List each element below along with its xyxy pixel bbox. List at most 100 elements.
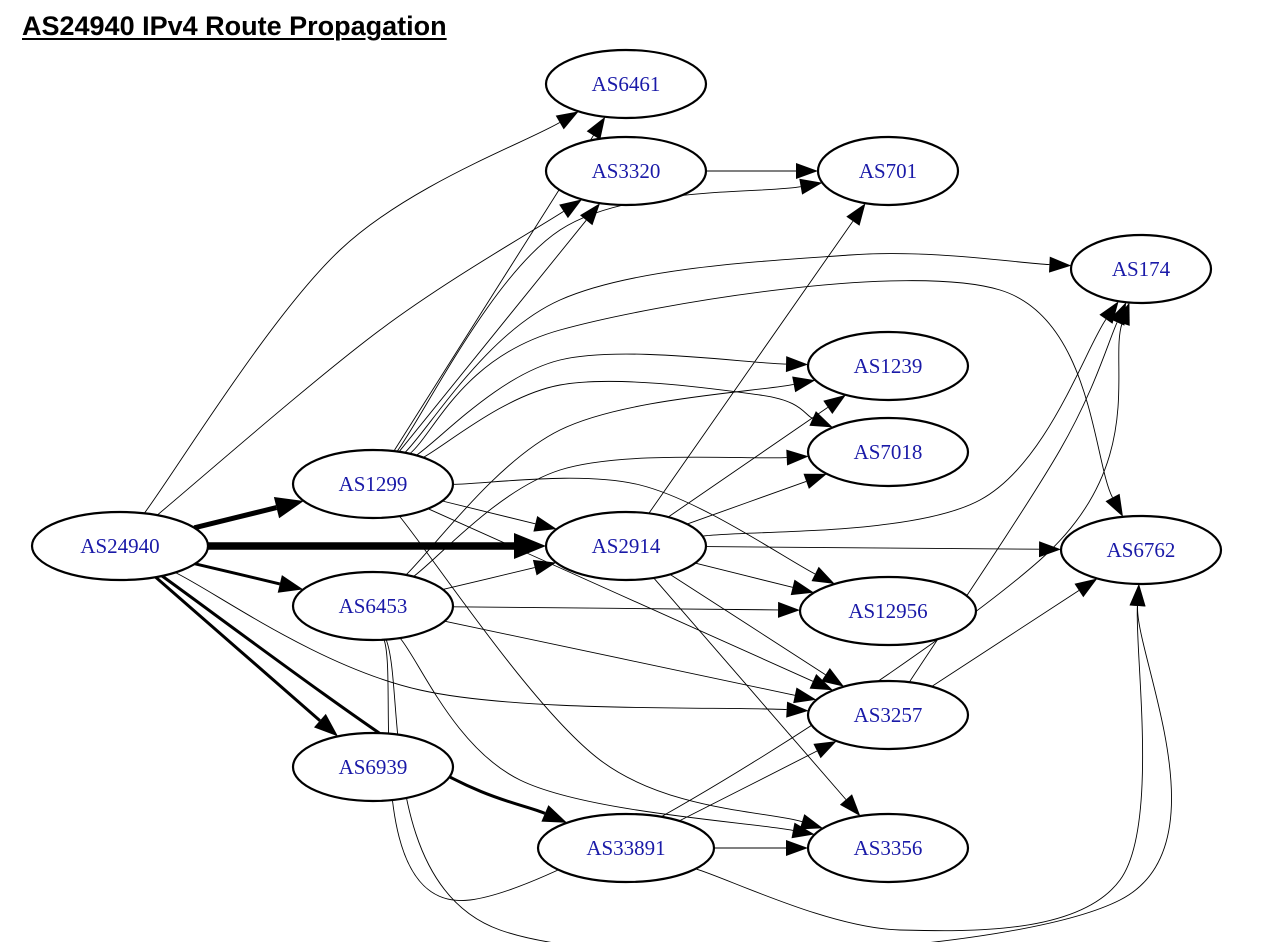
- edge-AS24940-to-AS1299: [193, 497, 304, 531]
- edge-arrowhead: [514, 533, 546, 559]
- edge-arrowhead: [796, 163, 818, 179]
- node-ellipse: [806, 812, 970, 884]
- edge-arrowhead: [533, 516, 557, 532]
- node-ellipse: [30, 510, 210, 582]
- edge-arrowhead: [846, 203, 866, 226]
- edge-line: [442, 500, 536, 525]
- edge-arrowhead: [532, 559, 557, 576]
- edge-AS3320-to-AS701: [705, 163, 818, 179]
- edge-line: [702, 319, 1107, 537]
- edge-arrowhead: [1105, 493, 1123, 517]
- edge-arrowhead: [314, 713, 338, 737]
- edge-AS1299-to-AS701: [396, 178, 823, 452]
- edge-AS2914-to-AS7018: [686, 473, 827, 525]
- edge-arrowhead: [791, 822, 815, 839]
- node-label: AS7018: [854, 440, 923, 464]
- node-label: AS12956: [848, 599, 927, 623]
- node-as3356[interactable]: AS3356: [806, 812, 970, 884]
- edge-line: [695, 605, 1144, 932]
- edge-arrowhead: [792, 376, 816, 393]
- node-ellipse: [806, 416, 970, 488]
- node-label: AS24940: [80, 534, 159, 558]
- node-label: AS6762: [1107, 538, 1176, 562]
- edge-arrowhead: [1109, 302, 1127, 326]
- node-as6453[interactable]: AS6453: [291, 570, 455, 642]
- edge-AS6453-to-AS3257: [444, 620, 817, 704]
- edge-line: [404, 253, 1050, 454]
- edge-arrowhead: [839, 794, 861, 817]
- edge-arrowhead: [799, 814, 823, 830]
- node-ellipse: [544, 135, 708, 207]
- edge-arrowhead: [1039, 541, 1061, 558]
- edge-line: [422, 380, 813, 458]
- node-as174[interactable]: AS174: [1069, 233, 1213, 305]
- edge-AS33891-to-AS3356: [714, 840, 808, 856]
- node-label: AS6461: [592, 72, 661, 96]
- edge-arrowhead: [786, 449, 809, 466]
- edge-line: [653, 577, 847, 800]
- edge-line: [648, 220, 854, 514]
- node-as24940[interactable]: AS24940: [30, 510, 210, 582]
- edge-line: [154, 575, 321, 722]
- edge-AS2914-to-AS1239: [667, 394, 846, 518]
- edge-AS1299-to-AS6762: [409, 280, 1123, 517]
- edge-AS6453-to-AS6762: [385, 584, 1172, 942]
- node-as1239[interactable]: AS1239: [806, 330, 970, 402]
- edge-line: [143, 122, 560, 514]
- edge-line: [444, 620, 795, 696]
- edge-AS24940-to-AS6453: [194, 562, 304, 593]
- node-as2914[interactable]: AS2914: [544, 510, 708, 582]
- edge-arrowhead: [785, 356, 809, 373]
- edge-AS1299-to-AS1239: [415, 353, 809, 456]
- edge-line: [667, 407, 829, 518]
- edge-arrowhead: [1074, 578, 1098, 598]
- edge-arrowhead: [559, 199, 582, 219]
- edge-arrowhead: [811, 566, 835, 584]
- node-as1299[interactable]: AS1299: [291, 448, 455, 520]
- edge-AS6453-to-AS174: [383, 302, 1130, 901]
- edge-AS1299-to-AS2914: [442, 500, 557, 532]
- node-as701[interactable]: AS701: [816, 135, 960, 207]
- node-ellipse: [806, 679, 970, 751]
- edge-arrowhead: [793, 687, 817, 704]
- node-as33891[interactable]: AS33891: [536, 812, 716, 884]
- edge-line: [415, 353, 787, 456]
- node-as3257[interactable]: AS3257: [806, 679, 970, 751]
- node-label: AS701: [859, 159, 917, 183]
- edge-line: [442, 567, 535, 590]
- edge-AS6453-to-AS2914: [442, 559, 557, 590]
- edge-arrowhead: [555, 111, 579, 130]
- node-ellipse: [291, 731, 455, 803]
- edge-arrowhead: [277, 575, 304, 593]
- edge-AS24940-to-AS6461: [143, 111, 579, 514]
- edges-layer: [143, 111, 1172, 942]
- node-label: AS3356: [854, 836, 923, 860]
- edge-arrowhead: [813, 741, 837, 759]
- node-as7018[interactable]: AS7018: [806, 416, 970, 488]
- node-label: AS1239: [854, 354, 923, 378]
- edge-AS24940-to-AS3257: [175, 572, 809, 718]
- edge-AS1299-to-AS3257: [427, 508, 833, 691]
- edge-AS33891-to-AS3257: [679, 741, 837, 822]
- node-as6461[interactable]: AS6461: [544, 48, 708, 120]
- edge-line: [452, 477, 816, 575]
- node-as6762[interactable]: AS6762: [1059, 514, 1223, 586]
- edge-line: [409, 280, 1113, 498]
- edge-AS24940-to-AS3320: [156, 199, 582, 516]
- node-ellipse: [291, 570, 455, 642]
- edge-AS6453-to-AS7018: [413, 449, 809, 577]
- edge-arrowhead: [778, 601, 800, 618]
- node-as6939[interactable]: AS6939: [291, 731, 455, 803]
- edge-arrowhead: [1049, 256, 1072, 273]
- edge-line: [399, 637, 794, 831]
- edge-arrowhead: [580, 203, 600, 226]
- node-label: AS3257: [854, 703, 923, 727]
- edge-line: [427, 508, 814, 682]
- edge-line: [405, 383, 794, 576]
- edge-arrowhead: [1129, 584, 1146, 607]
- node-as3320[interactable]: AS3320: [544, 135, 708, 207]
- node-as12956[interactable]: AS12956: [798, 575, 978, 647]
- edge-line: [175, 572, 787, 711]
- edge-line: [679, 750, 818, 822]
